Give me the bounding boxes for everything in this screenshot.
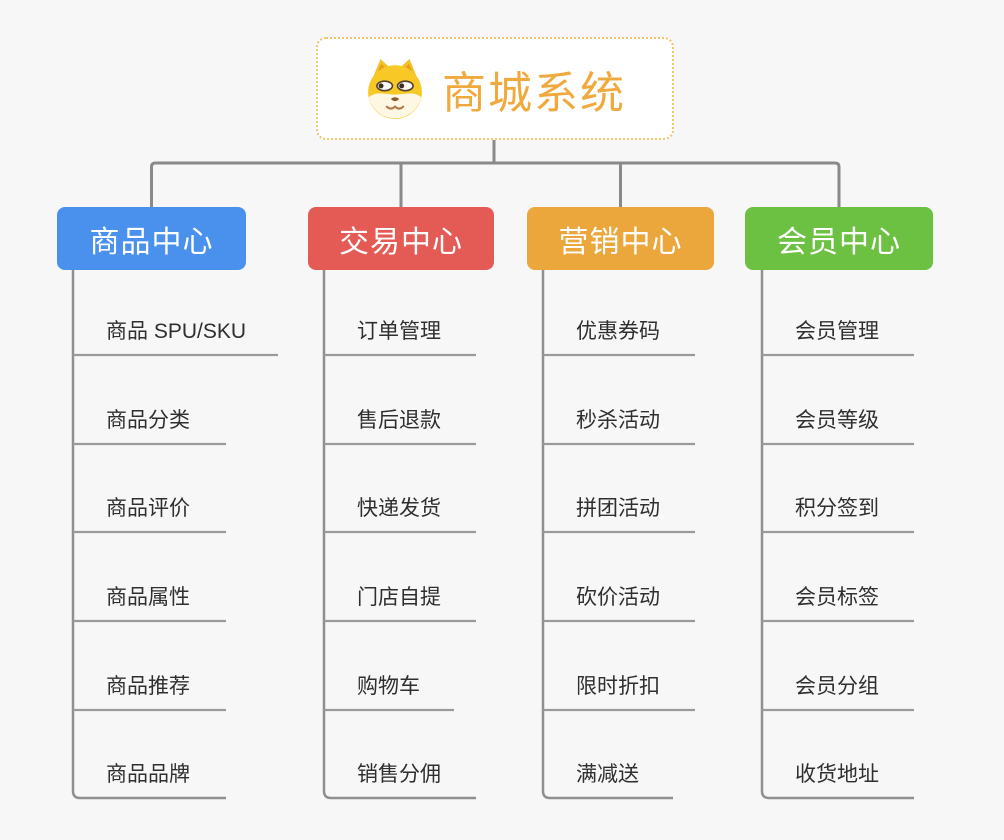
leaf-node-coupon-code[interactable]: 优惠券码 [576,320,660,343]
leaf-node-limited-time-discount[interactable]: 限时折扣 [576,675,660,698]
branch-label: 商品中心 [89,225,214,259]
leaf-node-product-attribute[interactable]: 商品属性 [106,586,190,609]
leaf-node-member-tag[interactable]: 会员标签 [795,586,879,609]
branch-label: 交易中心 [339,225,463,259]
leaf-node-product-spu-sku[interactable]: 商品 SPU/SKU [106,320,247,343]
leaf-node-product-category[interactable]: 商品分类 [106,409,190,432]
leaf-node-points-checkin[interactable]: 积分签到 [795,497,879,520]
leaf-node-flash-sale[interactable]: 秒杀活动 [576,409,660,432]
leaf-node-product-brand[interactable]: 商品品牌 [106,763,190,786]
leaf-node-product-recommend[interactable]: 商品推荐 [106,675,190,698]
branch-node-product-center[interactable]: 商品中心 [57,207,246,270]
branch-label: 营销中心 [558,225,683,259]
leaf-node-bargain-activity[interactable]: 砍价活动 [576,586,660,609]
branch-node-trade-center[interactable]: 交易中心 [308,207,494,270]
leaf-node-express-shipping[interactable]: 快递发货 [357,497,441,520]
shiba-dog-icon [368,58,422,119]
leaf-node-shopping-cart[interactable]: 购物车 [357,675,420,698]
root-title: 商城系统 [442,68,626,118]
branch-node-marketing-center[interactable]: 营销中心 [527,207,714,270]
leaf-node-product-review[interactable]: 商品评价 [106,497,190,520]
leaf-node-member-management[interactable]: 会员管理 [795,320,879,343]
branch-node-member-center[interactable]: 会员中心 [745,207,933,270]
leaf-node-shipping-address[interactable]: 收货地址 [795,763,879,786]
leaf-node-member-group[interactable]: 会员分组 [795,675,879,698]
leaf-node-spend-save[interactable]: 满减送 [576,763,639,786]
leaf-node-sales-commission[interactable]: 销售分佣 [357,763,441,786]
root-node[interactable]: 商城系统 [316,37,674,140]
column-spines [71,270,914,800]
leaf-node-member-level[interactable]: 会员等级 [795,409,879,432]
leaf-node-group-buy[interactable]: 拼团活动 [576,497,660,520]
leaf-underlines [73,353,914,712]
leaf-node-store-pickup[interactable]: 门店自提 [357,586,441,609]
leaf-node-aftersale-refund[interactable]: 售后退款 [357,409,441,432]
branch-label: 会员中心 [777,225,901,259]
branch-bus-line [150,140,841,207]
leaf-node-order-management[interactable]: 订单管理 [357,320,441,343]
